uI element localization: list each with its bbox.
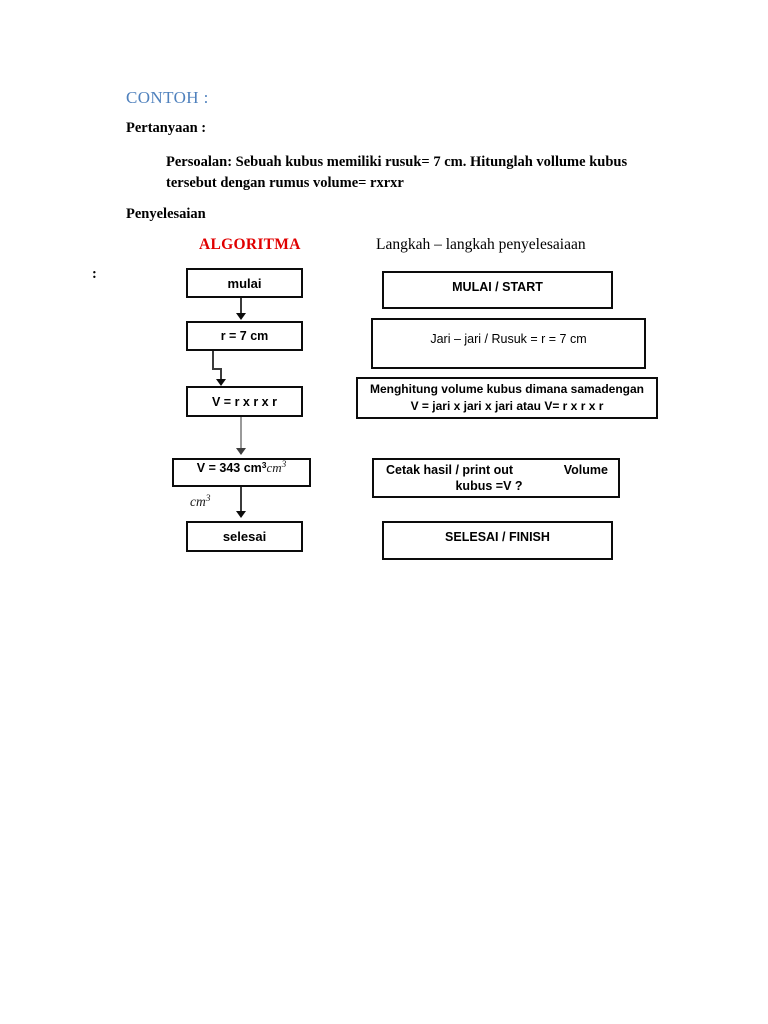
step-node-cetak-line1-left: Cetak hasil / print out bbox=[386, 463, 514, 477]
flow-node-mulai-label: mulai bbox=[227, 275, 262, 291]
step-node-hitung-line1: Menghitung volume kubus dimana samadenga… bbox=[369, 382, 645, 396]
step-node-hitung-line2: V = jari x jari x jari atau V= r x r x r bbox=[410, 399, 604, 413]
flow-node-selesai-label: selesai bbox=[222, 529, 267, 544]
stray-unit-cm3: cm3 bbox=[190, 494, 211, 509]
step-node-start-label: MULAI / START bbox=[452, 280, 543, 294]
label-question: Pertanyaan : bbox=[126, 120, 207, 136]
flow-node-volume-result-superscript: 3 bbox=[261, 460, 267, 470]
problem-statement: Persoalan: Sebuah kubus memiliki rusuk= … bbox=[166, 154, 628, 191]
flow-node-mulai[interactable]: mulai bbox=[186, 268, 303, 298]
column-header-langkah: Langkah – langkah penyelesaiaan bbox=[376, 236, 586, 253]
flow-node-volume-result-label: V = 343 cm bbox=[196, 461, 262, 475]
connector-formula-to-result bbox=[236, 417, 250, 458]
flow-node-volume-formula-label: V = r x r x r bbox=[212, 394, 277, 409]
step-node-jari-label: Jari – jari / Rusuk = r = 7 cm bbox=[430, 332, 587, 346]
step-node-cetak[interactable]: Cetak hasil / print out Volume kubus =V … bbox=[372, 458, 620, 498]
connector-result-to-selesai bbox=[236, 487, 250, 523]
flow-node-selesai[interactable]: selesai bbox=[186, 521, 303, 552]
step-node-hitung[interactable]: Menghitung volume kubus dimana samadenga… bbox=[356, 377, 658, 419]
column-header-algoritma: ALGORITMA bbox=[199, 236, 301, 253]
step-node-finish[interactable]: SELESAI / FINISH bbox=[382, 521, 613, 560]
flow-node-r-label: r = 7 cm bbox=[220, 329, 269, 343]
flow-node-r[interactable]: r = 7 cm bbox=[186, 321, 303, 351]
step-node-cetak-line1: Cetak hasil / print out Volume bbox=[374, 463, 618, 477]
flow-node-volume-formula[interactable]: V = r x r x r bbox=[186, 386, 303, 417]
connector-mulai-to-r bbox=[236, 298, 250, 321]
page-title: CONTOH : bbox=[126, 88, 209, 107]
label-solution: Penyelesaian bbox=[126, 206, 206, 222]
flow-node-volume-result-stray-unit: cm3 bbox=[266, 459, 287, 475]
step-node-start[interactable]: MULAI / START bbox=[382, 271, 613, 309]
step-node-cetak-line2: kubus =V ? bbox=[455, 479, 523, 493]
step-node-finish-label: SELESAI / FINISH bbox=[445, 530, 550, 544]
connector-r-to-formula bbox=[212, 351, 242, 386]
step-node-hitung-content: Menghitung volume kubus dimana samadenga… bbox=[370, 381, 644, 415]
step-node-cetak-line1-right: Volume bbox=[563, 463, 608, 477]
stray-colon: : bbox=[92, 266, 97, 282]
step-node-jari[interactable]: Jari – jari / Rusuk = r = 7 cm bbox=[371, 318, 646, 369]
step-node-cetak-content: Cetak hasil / print out Volume kubus =V … bbox=[374, 460, 618, 496]
